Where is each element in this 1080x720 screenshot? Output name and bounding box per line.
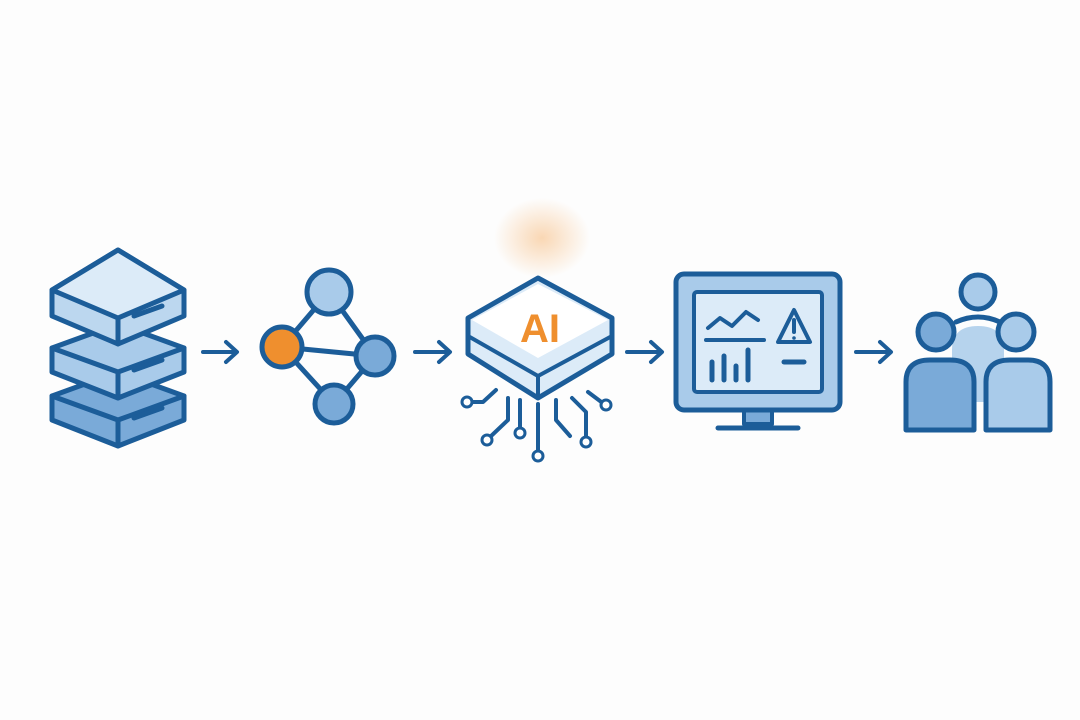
- monitor-dashboard-icon: [673, 271, 843, 431]
- user-group-icon: [903, 272, 1053, 433]
- arrow-right-icon: [625, 340, 664, 364]
- arrow-right-icon: [201, 340, 239, 364]
- database-stack-icon: [49, 247, 187, 449]
- ai-chip-icon: AI: [460, 198, 615, 463]
- arrow-right-icon: [413, 340, 452, 364]
- arrow-right-icon: [854, 340, 893, 364]
- ai-chip-label: AI: [520, 307, 560, 351]
- warning-icon: [776, 308, 812, 344]
- graph-network-icon: [259, 267, 397, 426]
